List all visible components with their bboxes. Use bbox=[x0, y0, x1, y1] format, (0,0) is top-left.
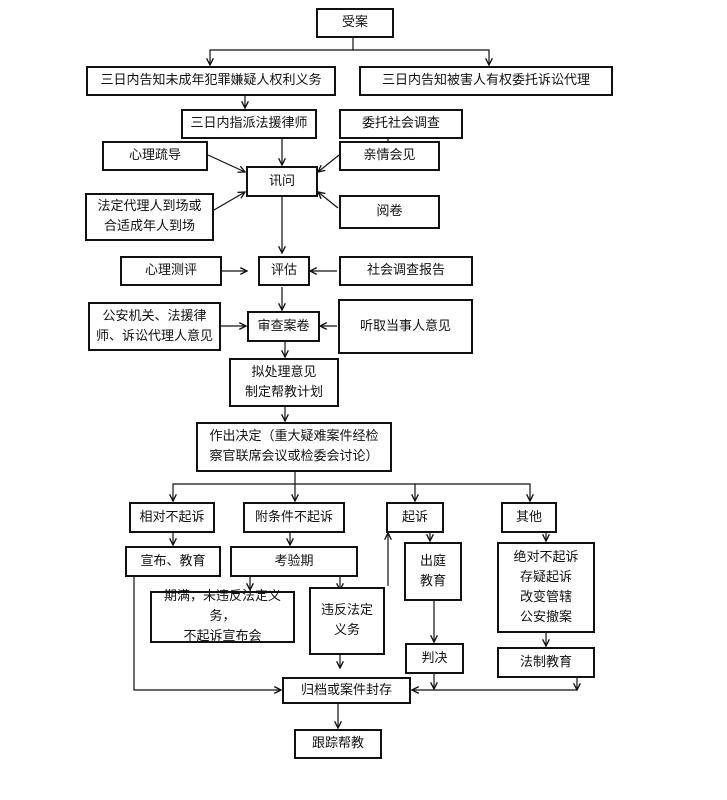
node-other-outcomes: 绝对不起诉 存疑起诉 改变管辖 公安撤案 bbox=[497, 542, 595, 633]
node-prosecute: 起诉 bbox=[386, 502, 444, 533]
node-court-education: 出庭 教育 bbox=[404, 542, 462, 601]
node-inform-suspect: 三日内告知未成年犯罪嫌疑人权利义务 bbox=[86, 66, 336, 96]
node-read-file: 阅卷 bbox=[339, 195, 440, 229]
node-interrogation: 讯问 bbox=[246, 166, 318, 197]
edge-announce-to-archive bbox=[133, 566, 281, 690]
node-probation-period: 考验期 bbox=[230, 546, 358, 577]
node-assign-lawyer: 三日内指派法援律师 bbox=[181, 109, 317, 139]
node-other: 其他 bbox=[501, 502, 557, 533]
edge-family-to-interrogation bbox=[318, 154, 340, 172]
node-announce-educate: 宣布、教育 bbox=[125, 546, 221, 577]
edge-decision-to-relative bbox=[173, 471, 296, 501]
node-agency-opinions: 公安机关、法援律 师、诉讼代理人意见 bbox=[88, 302, 221, 351]
node-family-visit: 亲情会见 bbox=[339, 141, 440, 171]
node-guardian-presence: 法定代理人到场或 合适成年人到场 bbox=[85, 193, 214, 241]
node-case-acceptance: 受案 bbox=[316, 8, 394, 38]
node-judgment: 判决 bbox=[405, 643, 464, 674]
node-follow-up-education: 跟踪帮教 bbox=[294, 729, 382, 759]
node-survey-report: 社会调查报告 bbox=[339, 256, 473, 286]
node-draft-opinion: 拟处理意见 制定帮教计划 bbox=[229, 358, 339, 407]
edge-case-to-victim-notice bbox=[353, 49, 489, 65]
node-psych-test: 心理测评 bbox=[120, 256, 222, 286]
edge-case-to-suspect-notice bbox=[210, 37, 354, 65]
node-social-survey: 委托社会调查 bbox=[339, 109, 463, 139]
node-evaluation: 评估 bbox=[258, 256, 310, 286]
node-review-file: 审查案卷 bbox=[247, 311, 320, 342]
edge-guardian-to-interrogation bbox=[213, 192, 245, 211]
edge-decision-to-other bbox=[295, 483, 530, 501]
node-probation-expiry: 期满，未违反法定义务， 不起诉宣布会 bbox=[150, 589, 295, 644]
node-psych-counsel: 心理疏导 bbox=[102, 141, 208, 171]
node-archive-seal: 归档或案件封存 bbox=[282, 677, 411, 704]
node-hear-parties: 听取当事人意见 bbox=[338, 299, 473, 354]
node-conditional-nonprosecution: 附条件不起诉 bbox=[243, 502, 345, 533]
node-decision: 作出决定（重大疑难案件经检 察官联席会议或检委会讨论） bbox=[196, 422, 392, 472]
edge-read-to-interrogation bbox=[318, 192, 339, 209]
node-legal-education: 法制教育 bbox=[497, 647, 595, 678]
node-obligation-violation: 违反法定 义务 bbox=[309, 587, 385, 655]
node-relative-nonprosecution: 相对不起诉 bbox=[129, 502, 215, 533]
edge-counsel-to-interrogation bbox=[207, 154, 245, 172]
node-inform-victim: 三日内告知被害人有权委托诉讼代理 bbox=[359, 66, 613, 96]
